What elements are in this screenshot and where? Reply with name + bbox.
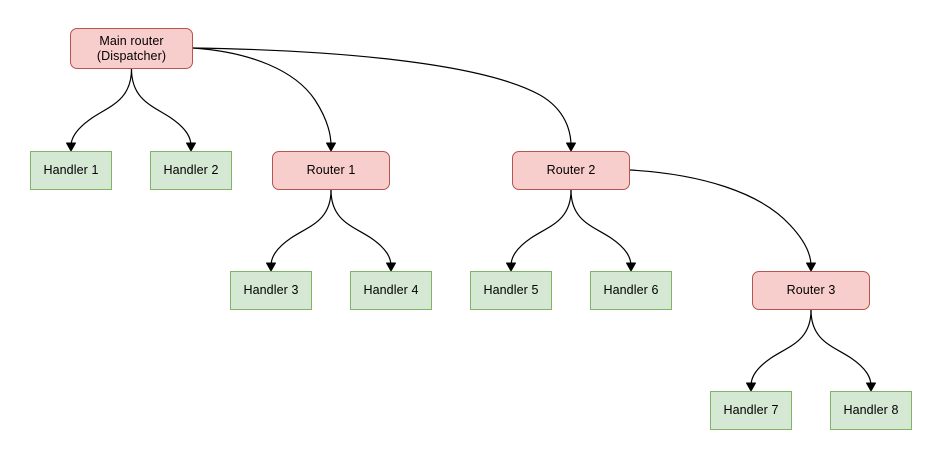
- node-label: Handler 6: [603, 283, 659, 297]
- arrow-head-icon: [66, 142, 76, 152]
- node-handler-6[interactable]: Handler 6: [590, 271, 672, 310]
- node-handler-8[interactable]: Handler 8: [830, 391, 912, 430]
- node-handler-4[interactable]: Handler 4: [350, 271, 432, 310]
- edge-router-3-to-handler-7: [746, 309, 812, 392]
- node-label: Handler 5: [483, 283, 539, 297]
- node-router-2[interactable]: Router 2: [512, 151, 630, 190]
- arrow-head-icon: [506, 262, 516, 272]
- edge-router-1-to-handler-4: [330, 189, 396, 272]
- edge-router-2-to-handler-6: [570, 189, 636, 272]
- edge-router-3-to-handler-8: [810, 309, 876, 392]
- edge-main-router-to-handler-2: [130, 68, 196, 152]
- arrow-head-icon: [866, 382, 876, 392]
- node-label: Main router (Dispatcher): [96, 33, 167, 63]
- node-label: Router 1: [306, 163, 356, 177]
- node-label: Handler 8: [843, 403, 899, 417]
- node-handler-7[interactable]: Handler 7: [710, 391, 792, 430]
- node-handler-5[interactable]: Handler 5: [470, 271, 552, 310]
- edge-main-router-to-handler-1: [66, 68, 133, 152]
- edge-router-1-to-handler-3: [266, 189, 332, 272]
- arrow-head-icon: [386, 262, 396, 272]
- node-handler-3[interactable]: Handler 3: [230, 271, 312, 310]
- node-label: Handler 1: [43, 163, 99, 177]
- edge-main-router-to-router-1: [192, 47, 336, 152]
- arrow-head-icon: [626, 262, 636, 272]
- node-label: Handler 4: [363, 283, 419, 297]
- arrow-head-icon: [566, 142, 576, 152]
- node-main-router[interactable]: Main router (Dispatcher): [70, 28, 193, 69]
- edge-router-2-to-router-3: [629, 169, 816, 272]
- arrow-head-icon: [326, 142, 336, 152]
- arrow-head-icon: [806, 262, 816, 272]
- edge-main-router-to-router-2: [192, 47, 576, 152]
- edge-router-2-to-handler-5: [506, 189, 572, 272]
- node-label: Handler 7: [723, 403, 779, 417]
- node-router-1[interactable]: Router 1: [272, 151, 390, 190]
- node-handler-1[interactable]: Handler 1: [30, 151, 112, 190]
- node-label: Router 2: [546, 163, 596, 177]
- node-label: Router 3: [786, 283, 836, 297]
- node-handler-2[interactable]: Handler 2: [150, 151, 232, 190]
- arrow-head-icon: [186, 142, 196, 152]
- arrow-head-icon: [266, 262, 276, 272]
- node-label: Handler 3: [243, 283, 299, 297]
- arrow-head-icon: [746, 382, 756, 392]
- node-router-3[interactable]: Router 3: [752, 271, 870, 310]
- node-label: Handler 2: [163, 163, 219, 177]
